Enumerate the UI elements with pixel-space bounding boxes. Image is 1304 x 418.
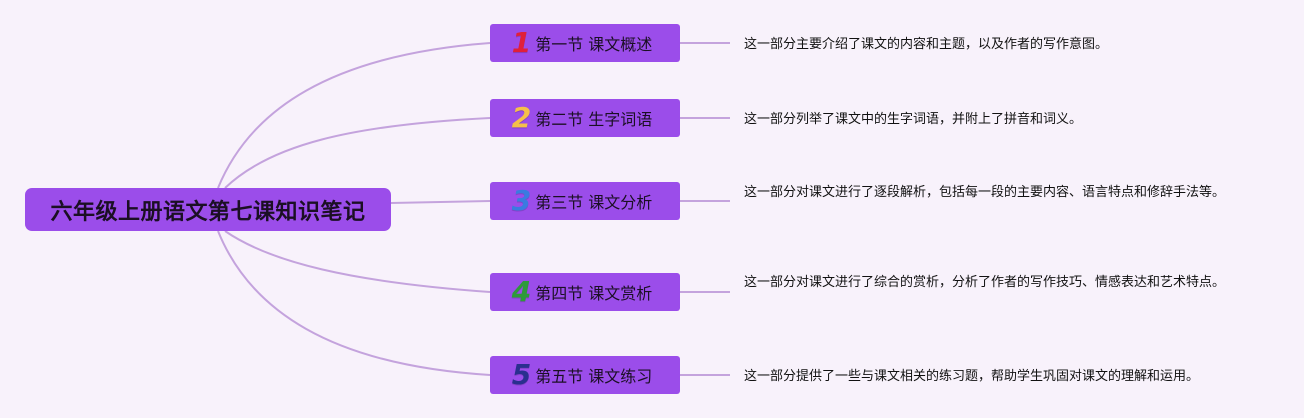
section-title-5: 第五节 课文练习 [535, 367, 653, 386]
section-title-4: 第四节 课文赏析 [535, 284, 653, 303]
section-node-1[interactable]: 1 第一节 课文概述 [490, 24, 680, 62]
branch-line-2 [224, 117, 491, 189]
root-topic-node[interactable]: 六年级上册语文第七课知识笔记 [25, 188, 391, 231]
section-description-2: 这一部分列举了课文中的生字词语，并附上了拼音和词义。 [744, 112, 1083, 127]
section-title-2: 第二节 生字词语 [535, 110, 653, 129]
branch-line-1 [217, 42, 491, 189]
section-description-3: 这一部分对课文进行了逐段解析，包括每一段的主要内容、语言特点和修辞手法等。 [744, 185, 1226, 200]
section-title-3: 第三节 课文分析 [535, 193, 653, 212]
branch-line-5 [217, 230, 491, 376]
section-number-2: 2 [511, 101, 532, 134]
section-node-4[interactable]: 4 第四节 课文赏析 [490, 273, 680, 311]
section-node-5[interactable]: 5 第五节 课文练习 [490, 356, 680, 394]
section-number-5: 5 [511, 358, 532, 391]
section-description-5: 这一部分提供了一些与课文相关的练习题，帮助学生巩固对课文的理解和运用。 [744, 369, 1200, 384]
section-number-4: 4 [511, 275, 532, 308]
branch-line-4 [224, 230, 491, 293]
section-number-1: 1 [511, 26, 532, 59]
section-description-4: 这一部分对课文进行了综合的赏析，分析了作者的写作技巧、情感表达和艺术特点。 [744, 275, 1226, 290]
section-node-2[interactable]: 2 第二节 生字词语 [490, 99, 680, 137]
branch-line-3 [390, 200, 491, 204]
section-title-1: 第一节 课文概述 [535, 35, 653, 54]
section-description-1: 这一部分主要介绍了课文的内容和主题，以及作者的写作意图。 [744, 37, 1109, 52]
root-topic-label: 六年级上册语文第七课知识笔记 [50, 199, 366, 225]
section-node-3[interactable]: 3 第三节 课文分析 [490, 182, 680, 220]
section-number-3: 3 [511, 184, 532, 217]
